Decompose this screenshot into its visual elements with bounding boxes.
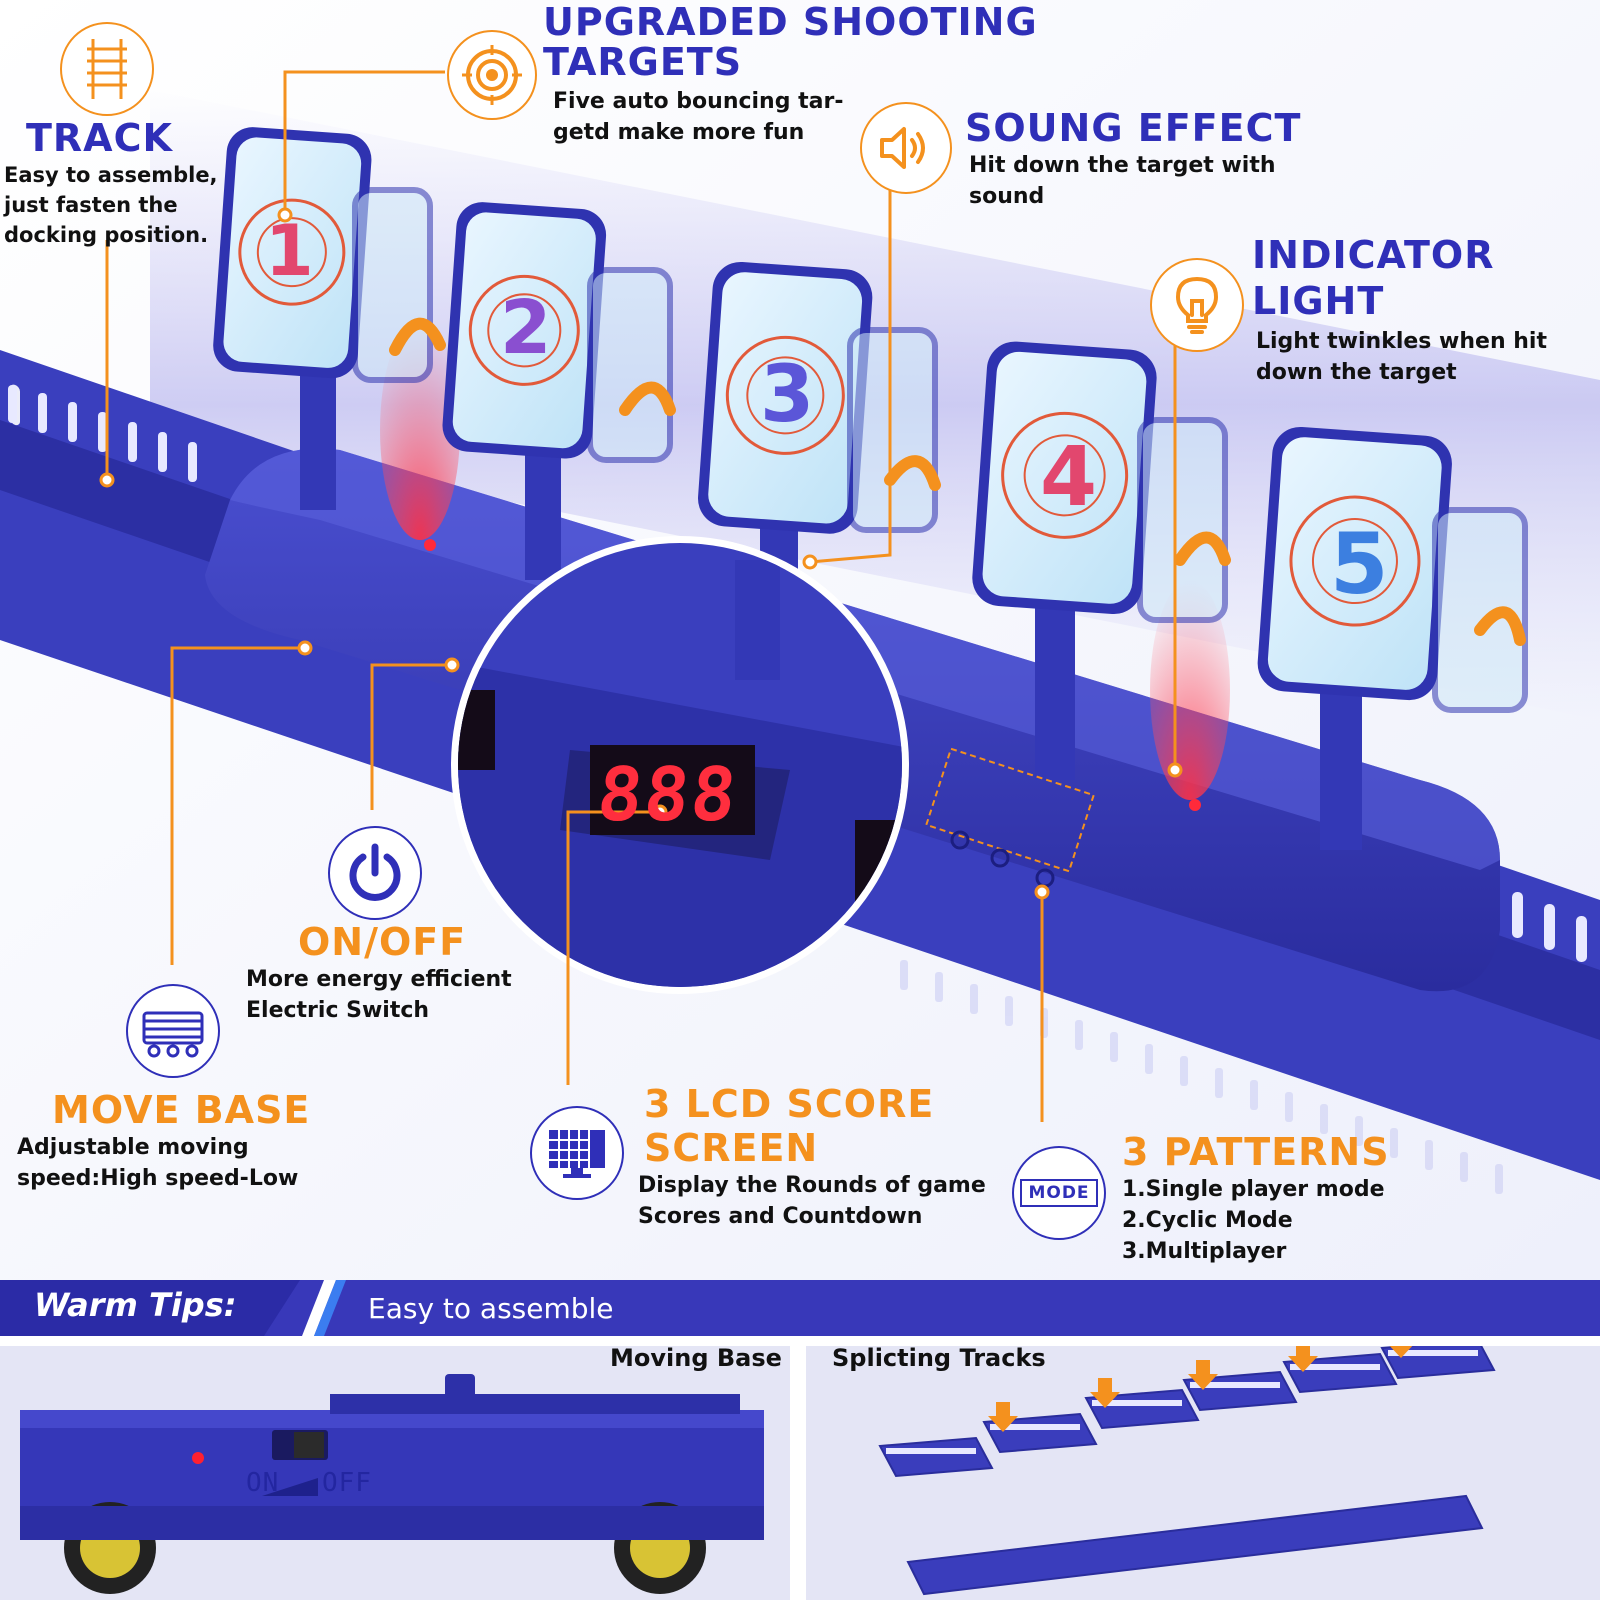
feature-indicator-title-2: LIGHT [1252,279,1385,323]
feature-lcd-title-1: 3 LCD SCORE [644,1082,935,1126]
feature-lcd-title-2: SCREEN [644,1126,819,1170]
feature-onoff-title: ON/OFF [298,920,467,964]
target-number-3[interactable]: 3 [760,350,815,440]
track-icon [87,39,127,99]
feature-sound-desc: Hit down the target with sound [969,153,1276,209]
feature-indicator-title-1: INDICATOR [1252,233,1495,277]
feature-indicator-desc: Light twinkles when hit down the target [1256,329,1547,385]
mode-icon: MODE [1020,1179,1098,1207]
feature-lcd-desc: Display the Rounds of game Scores and Co… [638,1173,986,1229]
dart-icon [302,1280,346,1336]
power-icon-badge [328,826,422,920]
feature-patterns-title: 3 PATTERNS [1122,1130,1390,1174]
switch-on-label: ON [246,1468,280,1498]
feature-onoff-desc: More energy efficient Electric Switch [246,967,512,1023]
target-cards [213,127,1528,850]
feature-move-base-title: MOVE BASE [52,1088,311,1132]
mode-icon-badge: MODE [1012,1146,1106,1240]
feature-targets: UPGRADED SHOOTING TARGETS Five auto boun… [543,2,1038,148]
target-icon [462,45,522,105]
product-illustration [0,0,1600,1280]
feature-onoff: ON/OFF More energy efficient Electric Sw… [246,920,512,1026]
cart-icon-badge [126,984,220,1078]
monitor-icon-badge [530,1106,624,1200]
power-switch[interactable] [272,1430,328,1460]
warm-tips-label-bg [0,1280,300,1336]
target-icon-badge [447,30,537,120]
speaker-icon-badge [860,102,952,194]
feature-patterns: 3 PATTERNS 1.Single player mode 2.Cyclic… [1122,1130,1390,1267]
feature-move-base: MOVE BASE Adjustable moving speed:High s… [17,1088,310,1194]
warm-tips-title: Warm Tips: [34,1286,237,1324]
monitor-icon [549,1130,605,1178]
moving-base-label: Moving Base [610,1346,782,1372]
lcd-score-display: 888 [593,752,743,838]
feature-track-title: TRACK [26,116,173,160]
panel-moving-base: Moving Base ON OFF [0,1346,790,1600]
splicing-tracks-label: Splicting Tracks [832,1346,1046,1372]
tracks-illustration [878,1346,1496,1596]
track-icon-badge [60,22,154,116]
lightbulb-icon [1175,276,1219,334]
switch-off-label: OFF [322,1468,372,1498]
feature-targets-desc: Five auto bouncing tar- getd make more f… [553,89,844,145]
target-number-1[interactable]: 1 [265,210,314,292]
speaker-icon [880,127,925,169]
feature-lcd: 3 LCD SCORE SCREEN Display the Rounds of… [638,1082,986,1232]
feature-targets-title-2: TARGETS [543,40,743,84]
target-number-5[interactable]: 5 [1330,515,1389,613]
feature-indicator: INDICATOR LIGHT Light twinkles when hit … [1252,232,1547,388]
feature-move-base-desc: Adjustable moving speed:High speed-Low [17,1135,299,1191]
target-number-2[interactable]: 2 [500,285,552,371]
warm-tips-text: Easy to assemble [368,1292,614,1325]
feature-targets-title-1: UPGRADED SHOOTING [543,0,1038,44]
target-number-4[interactable]: 4 [1040,430,1098,525]
feature-sound-title: SOUNG EFFECT [965,106,1302,150]
panel-splicing-tracks: Splicting Tracks [806,1346,1600,1600]
warm-tips-banner: Warm Tips: Easy to assemble [0,1280,1600,1336]
feature-track: TRACK Easy to assemble, just fasten the … [4,116,218,250]
power-icon [349,843,401,901]
moving-base-illustration [20,1374,764,1594]
lightbulb-icon-badge [1150,258,1244,352]
cart-icon [142,1011,204,1058]
feature-sound: SOUNG EFFECT Hit down the target with so… [965,106,1301,212]
product-stage: 1 2 3 4 5 888 TRACK Easy to assemble, ju… [0,0,1600,1280]
feature-patterns-desc: 1.Single player mode 2.Cyclic Mode 3.Mul… [1122,1177,1385,1264]
feature-track-desc: Easy to assemble, just fasten the dockin… [4,163,218,247]
